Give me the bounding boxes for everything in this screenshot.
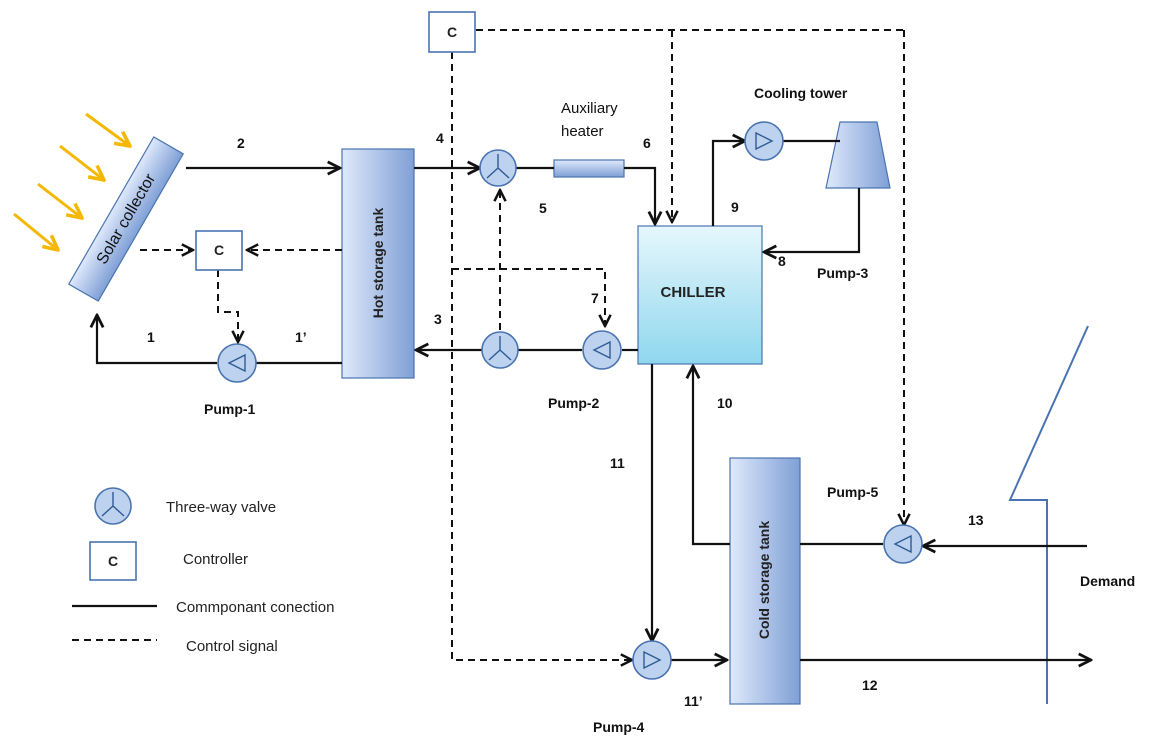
controller-top-label: C — [447, 24, 457, 40]
auxiliary-heater-label-2: heater — [561, 123, 604, 140]
three-way-valve-lower-icon — [481, 331, 519, 369]
cold-storage-tank: Cold storage tank — [729, 457, 801, 705]
pump-5-label: Pump-5 — [827, 484, 879, 500]
stream-1: 1 — [147, 329, 155, 345]
hot-storage-tank: Hot storage tank — [341, 148, 415, 379]
controller-top: C — [428, 11, 476, 53]
pump-4-label: Pump-4 — [593, 719, 645, 735]
stream-2: 2 — [237, 135, 245, 151]
legend-controller-label: Controller — [183, 551, 248, 568]
three-way-valve-upper-icon — [479, 149, 517, 187]
legend: Three-way valve C Controller Commponant … — [72, 487, 334, 655]
stream-1-prime: 1’ — [295, 329, 307, 345]
pump-1-label: Pump-1 — [204, 401, 256, 417]
chiller-label: CHILLER — [661, 284, 726, 301]
stream-11-prime: 11’ — [684, 693, 703, 709]
cold-storage-tank-label: Cold storage tank — [756, 521, 772, 639]
pump-2-icon — [582, 330, 622, 370]
component-connections — [97, 141, 1091, 660]
stream-5: 5 — [539, 200, 547, 216]
auxiliary-heater-label-1: Auxiliary — [561, 100, 618, 117]
solar-collector: Solar collector — [67, 136, 185, 302]
stream-4: 4 — [436, 130, 444, 146]
legend-valve-label: Three-way valve — [166, 499, 276, 516]
pump-2-label: Pump-2 — [548, 395, 600, 411]
stream-11: 11 — [610, 455, 625, 471]
legend-controller-symbol: C — [108, 553, 118, 569]
pump-3-label: Pump-3 — [817, 265, 869, 281]
legend-connection-label: Commponant conection — [176, 599, 334, 616]
stream-3: 3 — [434, 311, 442, 327]
cooling-tower — [825, 121, 891, 189]
stream-7: 7 — [591, 290, 599, 306]
legend-valve-icon — [94, 487, 132, 525]
pump-5-icon — [883, 524, 923, 564]
stream-10: 10 — [717, 395, 733, 411]
stream-6: 6 — [643, 135, 651, 151]
chiller: CHILLER — [637, 225, 763, 365]
controller-collector-label: C — [214, 242, 224, 258]
demand-boundary-icon — [1008, 325, 1089, 704]
cooling-tower-label: Cooling tower — [754, 85, 848, 101]
legend-signal-label: Control signal — [186, 638, 278, 655]
demand-label: Demand — [1080, 573, 1135, 589]
pump-4-icon — [632, 640, 672, 680]
stream-8: 8 — [778, 253, 786, 269]
stream-13: 13 — [968, 512, 984, 528]
pump-3-icon — [744, 121, 784, 161]
solar-rays-icon — [13, 112, 130, 250]
pump-1-icon — [217, 343, 257, 383]
stream-12: 12 — [862, 677, 878, 693]
auxiliary-heater — [553, 159, 625, 178]
stream-9: 9 — [731, 199, 739, 215]
hot-storage-tank-label: Hot storage tank — [370, 208, 386, 319]
controller-collector: C — [195, 230, 243, 271]
legend-controller-icon: C — [89, 541, 137, 581]
control-signals — [140, 29, 904, 660]
